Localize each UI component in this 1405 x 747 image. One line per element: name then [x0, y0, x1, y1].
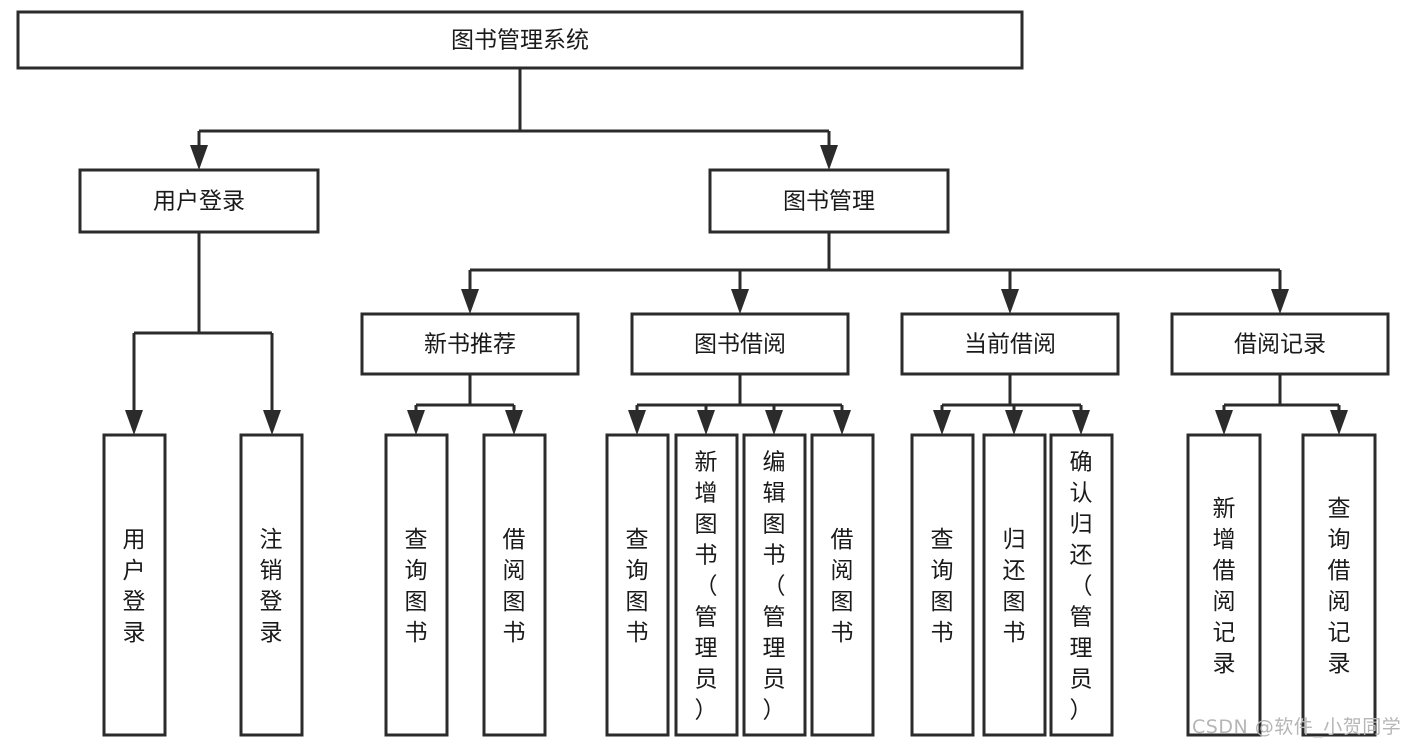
leaf-user-login[interactable]: 用户登录	[102, 433, 167, 737]
leaf-query-borrow-record-label: 查询借阅记录	[1328, 496, 1351, 677]
arrow-borrow-to-edit	[765, 410, 783, 435]
leaf-user-login-label: 用户登录	[123, 527, 146, 646]
leaf-add-book-admin[interactable]: 新增图书（管理员）	[674, 433, 739, 737]
leaf-user-logout[interactable]: 注销登录	[239, 433, 304, 737]
node-current-borrow[interactable]: 当前借阅	[900, 312, 1120, 376]
node-borrow-record-label: 借阅记录	[1234, 332, 1326, 358]
leaf-query-borrow-record[interactable]: 查询借阅记录	[1301, 433, 1377, 737]
node-borrow-record-box[interactable]	[1170, 312, 1390, 376]
arrow-current-to-q	[933, 410, 951, 435]
leaf-current-query-book[interactable]: 查询图书	[910, 433, 975, 737]
leaf-user-login-box[interactable]	[102, 433, 167, 737]
leaf-new-query-book-box[interactable]	[384, 433, 449, 737]
leaf-new-query-book[interactable]: 查询图书	[384, 433, 449, 737]
node-current-borrow-box[interactable]	[900, 312, 1120, 376]
leaf-edit-book-admin-box[interactable]	[742, 433, 807, 737]
arrow-borrow-to-q	[628, 410, 646, 435]
arrow-root-to-book	[820, 145, 838, 170]
arrow-book-to-record	[1271, 289, 1289, 314]
leaf-confirm-return-admin-label: 确认归还（管理员）	[1070, 450, 1093, 724]
node-root-box[interactable]	[16, 10, 1024, 70]
arrow-current-to-return	[1005, 410, 1023, 435]
arrow-borrow-to-add	[697, 410, 715, 435]
arrow-user-to-login	[125, 410, 143, 435]
arrow-new-to-q	[407, 410, 425, 435]
node-root-label: 图书管理系统	[451, 28, 589, 54]
leaf-add-borrow-record-label: 新增借阅记录	[1213, 496, 1236, 677]
leaf-user-logout-label: 注销登录	[260, 527, 283, 646]
leaf-add-book-admin-label: 新增图书（管理员）	[695, 450, 718, 724]
leaf-add-book-admin-box[interactable]	[674, 433, 739, 737]
node-book-manage-label: 图书管理	[783, 189, 875, 215]
leaf-edit-book-admin-label: 编辑图书（管理员）	[763, 450, 786, 724]
leaf-return-book-box[interactable]	[982, 433, 1047, 737]
node-user-login-label: 用户登录	[153, 189, 245, 215]
leaf-return-book-label: 归还图书	[1003, 527, 1026, 646]
node-new-book-recommend-label: 新书推荐	[424, 332, 516, 358]
leaf-query-borrow-record-box[interactable]	[1301, 433, 1377, 737]
leaf-new-query-book-label: 查询图书	[405, 527, 428, 646]
leaf-borrow-book-box[interactable]	[810, 433, 875, 737]
connector-layer	[125, 68, 1348, 435]
leaf-node-layer: 用户登录 注销登录 查询图书 借阅图书 查询图书 新增图书（管理员）	[102, 433, 1377, 737]
leaf-borrow-book-label: 借阅图书	[831, 527, 854, 646]
leaf-edit-book-admin[interactable]: 编辑图书（管理员）	[742, 433, 807, 737]
arrow-book-to-borrow	[731, 289, 749, 314]
leaf-borrow-query-book-label: 查询图书	[626, 527, 649, 646]
node-root[interactable]: 图书管理系统	[16, 10, 1024, 70]
csdn-watermark: CSDN @软件_小贺同学	[1192, 716, 1401, 738]
arrow-borrow-to-b	[833, 410, 851, 435]
leaf-add-borrow-record-box[interactable]	[1186, 433, 1262, 737]
leaf-borrow-query-book-box[interactable]	[605, 433, 670, 737]
leaf-current-query-book-label: 查询图书	[931, 527, 954, 646]
leaf-add-borrow-record[interactable]: 新增借阅记录	[1186, 433, 1262, 737]
leaf-new-borrow-book-label: 借阅图书	[503, 527, 526, 646]
arrow-record-to-add	[1215, 410, 1233, 435]
arrow-user-to-logout	[263, 410, 281, 435]
node-borrow-record[interactable]: 借阅记录	[1170, 312, 1390, 376]
node-book-manage[interactable]: 图书管理	[708, 168, 950, 234]
leaf-confirm-return-admin[interactable]: 确认归还（管理员）	[1049, 433, 1114, 737]
leaf-borrow-query-book[interactable]: 查询图书	[605, 433, 670, 737]
node-current-borrow-label: 当前借阅	[964, 332, 1056, 358]
node-book-borrow-label: 图书借阅	[694, 332, 786, 358]
leaf-return-book[interactable]: 归还图书	[982, 433, 1047, 737]
node-new-book-recommend[interactable]: 新书推荐	[360, 312, 580, 376]
leaf-new-borrow-book[interactable]: 借阅图书	[482, 433, 547, 737]
leaf-current-query-book-box[interactable]	[910, 433, 975, 737]
node-new-book-recommend-box[interactable]	[360, 312, 580, 376]
arrow-new-to-b	[505, 410, 523, 435]
arrow-book-to-current	[1001, 289, 1019, 314]
arrow-root-to-user	[190, 145, 208, 170]
arrow-current-to-confirm	[1072, 410, 1090, 435]
node-user-login-box[interactable]	[78, 168, 320, 234]
node-book-manage-box[interactable]	[708, 168, 950, 234]
arrow-record-to-q	[1330, 410, 1348, 435]
leaf-borrow-book[interactable]: 借阅图书	[810, 433, 875, 737]
node-book-borrow[interactable]: 图书借阅	[630, 312, 850, 376]
leaf-user-logout-box[interactable]	[239, 433, 304, 737]
leaf-new-borrow-book-box[interactable]	[482, 433, 547, 737]
node-book-borrow-box[interactable]	[630, 312, 850, 376]
arrow-book-to-new	[461, 289, 479, 314]
node-user-login[interactable]: 用户登录	[78, 168, 320, 234]
leaf-confirm-return-admin-box[interactable]	[1049, 433, 1114, 737]
